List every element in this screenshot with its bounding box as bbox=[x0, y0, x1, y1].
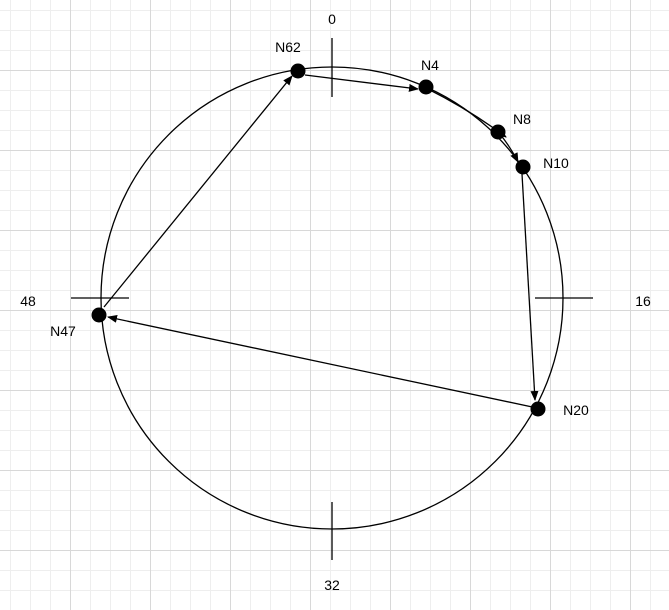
edge-n62-n4 bbox=[304, 74, 419, 92]
edge-n20-n47 bbox=[107, 314, 538, 409]
edge-n10-n20 bbox=[521, 173, 539, 401]
node-n10 bbox=[515, 159, 531, 175]
tick-label-16: 16 bbox=[635, 293, 651, 309]
node-label-n20: N20 bbox=[563, 402, 589, 418]
node-n20 bbox=[530, 401, 546, 417]
node-label-n47: N47 bbox=[50, 323, 76, 339]
node-label-n4: N4 bbox=[421, 57, 439, 73]
tick-label-32: 32 bbox=[324, 577, 340, 593]
tick-label-0: 0 bbox=[328, 11, 336, 27]
tick-label-48: 48 bbox=[20, 293, 36, 309]
node-label-n10: N10 bbox=[543, 155, 569, 171]
node-label-n62: N62 bbox=[275, 39, 301, 55]
node-n4 bbox=[418, 79, 434, 95]
edge-n47-n62 bbox=[103, 75, 293, 308]
node-label-n8: N8 bbox=[513, 111, 531, 127]
node-n47 bbox=[91, 307, 107, 323]
node-n62 bbox=[290, 63, 306, 79]
node-n8 bbox=[490, 124, 506, 140]
